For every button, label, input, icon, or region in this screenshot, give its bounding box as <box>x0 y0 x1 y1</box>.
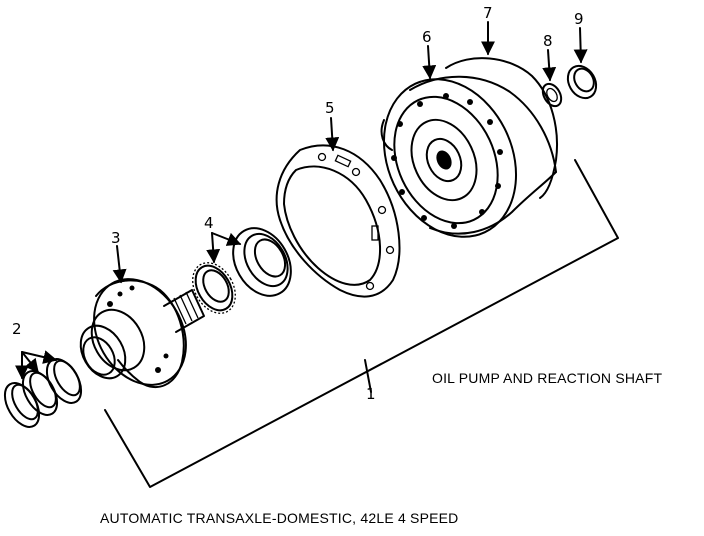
callout-leader-4a <box>206 232 221 264</box>
callout-5: 5 <box>325 99 335 117</box>
callout-leader-4b <box>211 232 242 246</box>
callout-6: 6 <box>422 28 432 46</box>
sealing-rings <box>3 350 83 428</box>
callout-leader-3 <box>112 245 127 284</box>
callout-9: 9 <box>574 10 584 28</box>
callout-leader-2b <box>21 351 39 374</box>
callout-8: 8 <box>543 32 553 50</box>
bearing-and-seal <box>192 227 292 314</box>
pump-housing <box>380 45 557 238</box>
callout-1: 1 <box>366 385 376 403</box>
callout-leader-6 <box>422 45 437 80</box>
callout-leader-8 <box>542 49 557 82</box>
o-ring <box>445 21 558 199</box>
callout-7: 7 <box>483 4 493 22</box>
seal <box>541 49 563 108</box>
assembly-label: OIL PUMP AND REACTION SHAFT <box>432 370 663 386</box>
callout-leader-1 <box>364 359 372 393</box>
callout-2: 2 <box>12 320 22 338</box>
callout-4: 4 <box>204 214 214 232</box>
seal-ring <box>566 27 598 100</box>
callout-leader-5 <box>325 117 340 152</box>
gasket <box>275 117 401 298</box>
assembly-bracket <box>104 159 619 488</box>
reaction-shaft-support <box>79 245 205 389</box>
callout-leader-2c <box>21 350 58 364</box>
footer-label: AUTOMATIC TRANSAXLE-DOMESTIC, 42LE 4 SPE… <box>100 510 459 526</box>
callout-leader-9 <box>573 27 588 64</box>
callout-3: 3 <box>111 229 121 247</box>
